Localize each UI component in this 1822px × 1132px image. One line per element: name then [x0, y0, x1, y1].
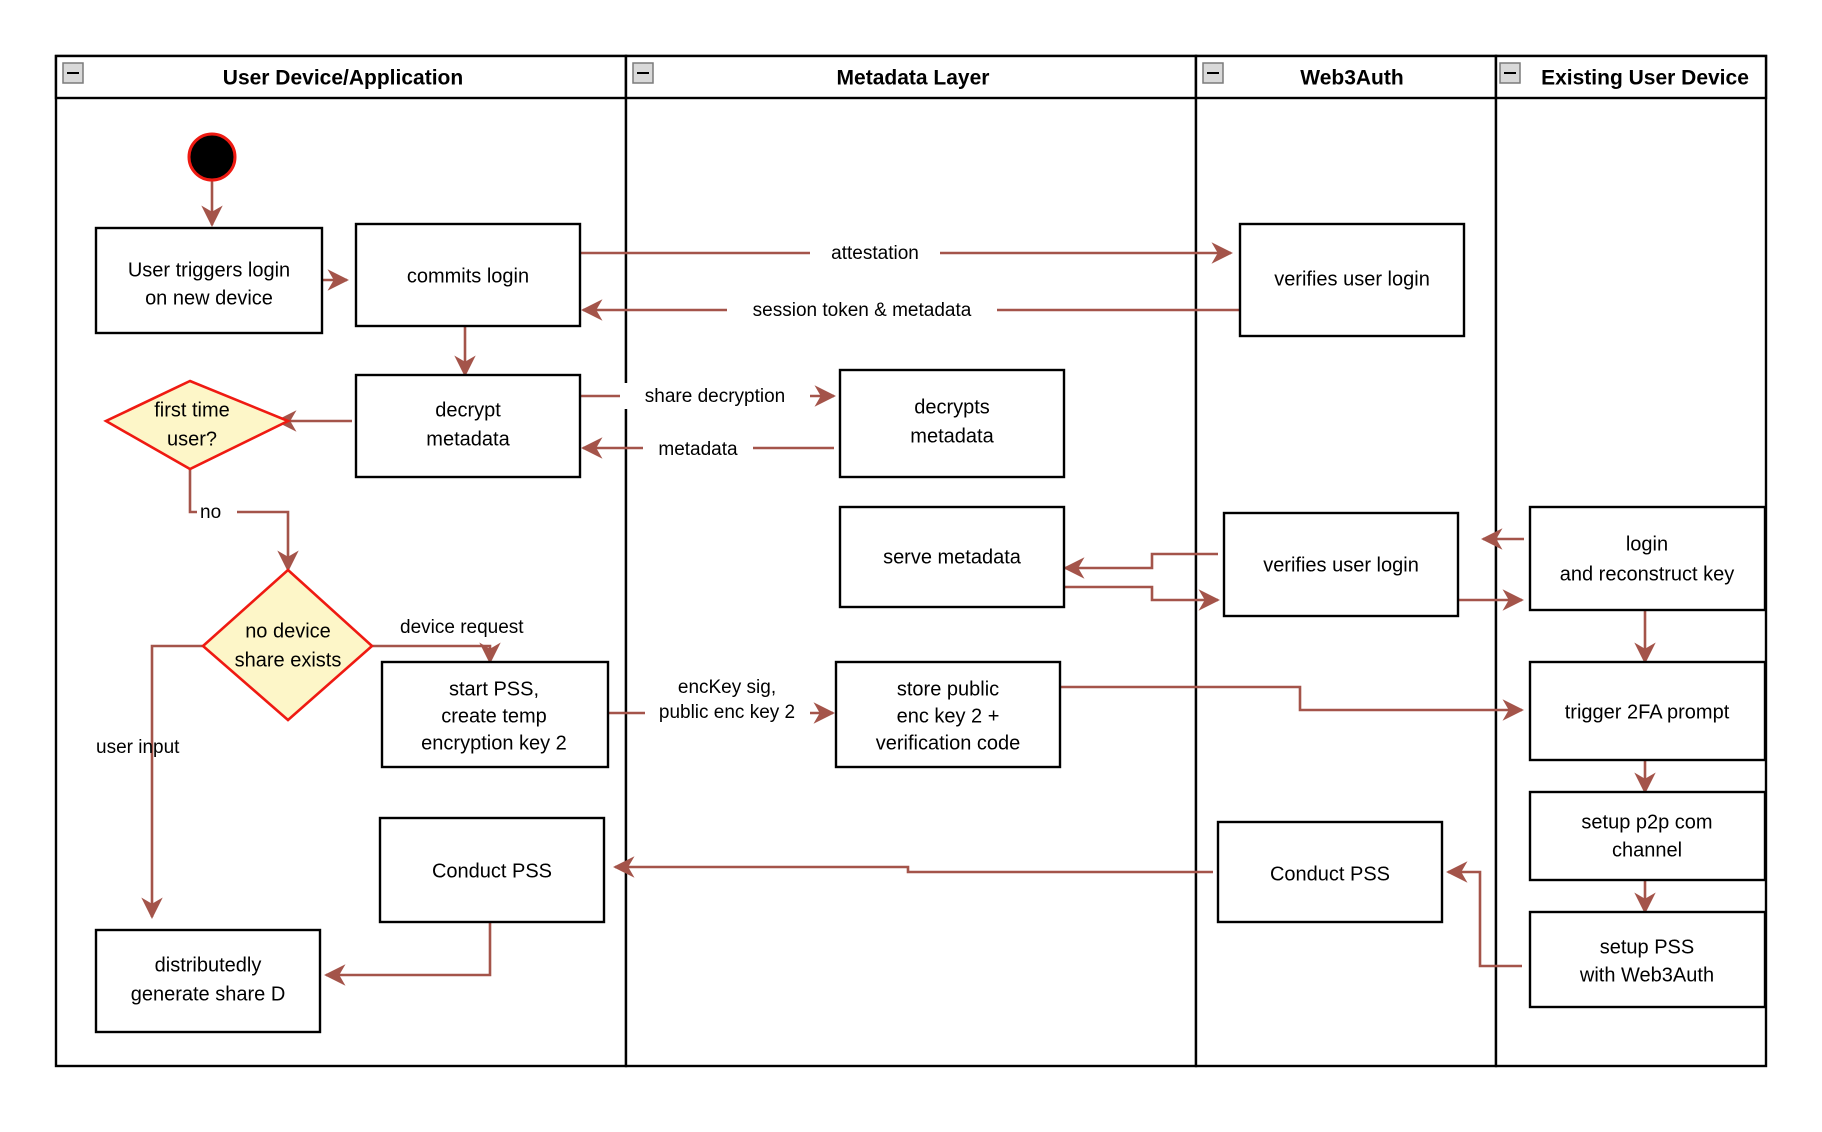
node-serve-metadata[interactable]: serve metadata [838, 505, 1066, 609]
node-label-store-key-line-2: enc key 2 + [897, 705, 1000, 727]
node-label-store-key-line-3: verification code [876, 732, 1021, 754]
swimlane-title-existing-user-device: Existing User Device [1541, 67, 1749, 90]
swimlane-title-user-device: User Device/Application [223, 67, 463, 90]
swimlane-title-metadata-layer: Metadata Layer [837, 67, 990, 90]
node-label-verifies-user-login-1: verifies user login [1274, 268, 1430, 290]
node-login-and-reconstruct-key[interactable]: login and reconstruct key [1528, 505, 1767, 612]
edge-attestation: attestation [580, 240, 1233, 266]
node-label-user-triggers-login-line-2: on new device [145, 287, 273, 309]
node-conduct-pss-web3auth[interactable]: Conduct PSS [1216, 820, 1444, 924]
collapse-icon-user-device[interactable] [62, 62, 84, 84]
node-label-first-time-user-line-2: user? [167, 428, 217, 450]
node-label-decrypts-metadata-line-2: metadata [910, 425, 994, 447]
node-user-triggers-login[interactable]: User triggers login on new device [94, 226, 324, 335]
edge-no: no [188, 469, 299, 572]
node-label-setup-p2p-line-1: setup p2p com [1581, 811, 1712, 833]
node-label-commits-login: commits login [407, 265, 529, 287]
edge-conduct-pss-web3auth-to-user [613, 856, 1213, 878]
node-decrypts-metadata[interactable]: decrypts metadata [838, 368, 1066, 479]
node-label-generate-share-d-line-2: generate share D [131, 983, 286, 1005]
edge-setup-pss-to-conduct-pss-web3auth [1446, 861, 1522, 968]
node-label-user-triggers-login-line-1: User triggers login [128, 259, 290, 281]
edge-share-decryption: share decryption [580, 383, 836, 409]
node-label-no-device-share-line-1: no device [245, 620, 331, 642]
edge-session-token-metadata: session token & metadata [581, 296, 1249, 323]
node-label-setup-pss-line-2: with Web3Auth [1579, 964, 1714, 986]
edge-label-enckey-line-1: encKey sig, [678, 677, 776, 698]
node-verifies-user-login-2[interactable]: verifies user login [1222, 511, 1460, 618]
edge-user-input: user input [96, 644, 203, 919]
edge-label-device-request: device request [400, 617, 524, 638]
node-conduct-pss-user-device[interactable]: Conduct PSS [378, 816, 606, 924]
node-label-decrypts-metadata-line-1: decrypts [914, 396, 990, 418]
edge-conduct-pss-to-generate-share-d [324, 922, 492, 986]
edge-label-enckey-line-2: public enc key 2 [659, 702, 795, 723]
node-label-decrypt-metadata-line-1: decrypt [435, 399, 501, 421]
node-label-start-pss-line-2: create temp [441, 705, 547, 727]
edge-device-request: device request [372, 617, 524, 664]
edge-enckey-sig: encKey sig, public enc key 2 [608, 672, 835, 728]
edge-label-session-token: session token & metadata [753, 300, 972, 321]
swimlane-title-web3auth: Web3Auth [1300, 67, 1403, 90]
node-verifies-user-login-1[interactable]: verifies user login [1238, 222, 1466, 338]
node-label-login-reconstruct-line-2: and reconstruct key [1560, 563, 1735, 585]
node-first-time-user-decision[interactable]: first time user? [103, 379, 292, 471]
node-setup-pss-with-web3auth[interactable]: setup PSS with Web3Auth [1528, 910, 1767, 1009]
edge-label-attestation: attestation [831, 243, 919, 264]
edge-verifies-to-serve-metadata [1063, 552, 1218, 579]
node-label-trigger-2fa-prompt: trigger 2FA prompt [1565, 701, 1730, 723]
edge-metadata: metadata [581, 435, 834, 461]
node-distributedly-generate-share-d[interactable]: distributedly generate share D [94, 928, 322, 1034]
node-label-decrypt-metadata-line-2: metadata [426, 428, 510, 450]
node-label-start-pss-line-3: encryption key 2 [421, 732, 567, 754]
edge-store-key-to-trigger-2fa [1058, 685, 1524, 721]
node-decrypt-metadata[interactable]: decrypt metadata [354, 373, 582, 479]
node-label-serve-metadata: serve metadata [883, 546, 1022, 568]
node-setup-p2p-com-channel[interactable]: setup p2p com channel [1528, 790, 1767, 882]
edge-label-user-input: user input [96, 737, 180, 758]
node-label-setup-p2p-line-2: channel [1612, 839, 1682, 861]
node-label-store-key-line-1: store public [897, 678, 999, 700]
node-label-first-time-user-line-1: first time [154, 399, 230, 421]
node-label-setup-pss-line-1: setup PSS [1600, 936, 1695, 958]
node-store-public-enc-key-2[interactable]: store public enc key 2 + verification co… [834, 660, 1062, 769]
node-commits-login[interactable]: commits login [354, 222, 582, 328]
edge-serve-metadata-to-verifies [1065, 585, 1220, 611]
collapse-icon-metadata-layer[interactable] [632, 62, 654, 84]
node-label-verifies-user-login-2: verifies user login [1263, 554, 1419, 576]
node-start-pss[interactable]: start PSS, create temp encryption key 2 [380, 660, 610, 769]
collapse-icon-existing-user-device[interactable] [1499, 62, 1521, 84]
node-label-conduct-pss-user: Conduct PSS [432, 860, 552, 882]
collapse-icon-web3auth[interactable] [1202, 62, 1224, 84]
node-no-device-share-exists-decision[interactable]: no device share exists [201, 568, 374, 722]
node-trigger-2fa-prompt[interactable]: trigger 2FA prompt [1528, 660, 1767, 762]
node-label-start-pss-line-1: start PSS, [449, 678, 539, 700]
node-label-login-reconstruct-line-1: login [1626, 533, 1668, 555]
node-label-generate-share-d-line-1: distributedly [155, 954, 262, 976]
edge-label-share-decryption: share decryption [645, 386, 785, 407]
node-label-conduct-pss-web3auth: Conduct PSS [1270, 863, 1390, 885]
node-label-no-device-share-line-2: share exists [235, 649, 342, 671]
edge-label-metadata: metadata [658, 439, 738, 460]
node-start[interactable] [187, 132, 237, 182]
edge-label-no: no [200, 502, 221, 523]
